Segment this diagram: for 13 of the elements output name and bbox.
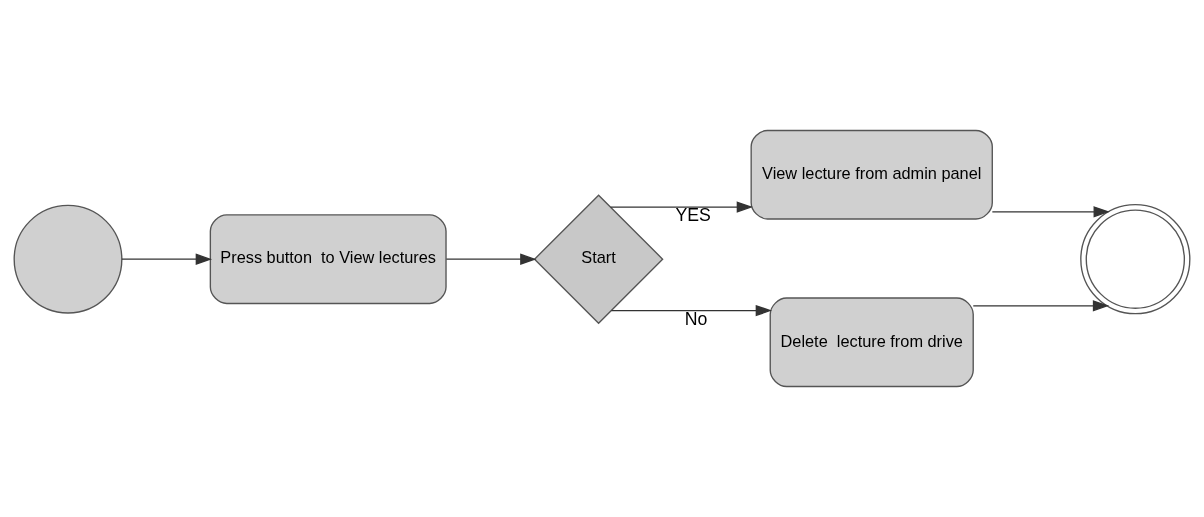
arrow	[972, 300, 1110, 312]
arrow	[610, 304, 772, 317]
edge-label: No	[684, 308, 708, 329]
arrow	[610, 201, 754, 213]
edge-label: YES	[675, 205, 711, 226]
arrow	[121, 253, 213, 265]
arrow	[991, 206, 1110, 218]
node-box: Delete lecture from drive	[769, 297, 974, 388]
node-diamond: Start	[533, 194, 664, 325]
arrow	[445, 253, 537, 265]
node-box: View lecture from admin panel	[750, 129, 993, 220]
node-box: Press button to View lectures	[209, 214, 447, 305]
node-circle	[13, 204, 123, 314]
